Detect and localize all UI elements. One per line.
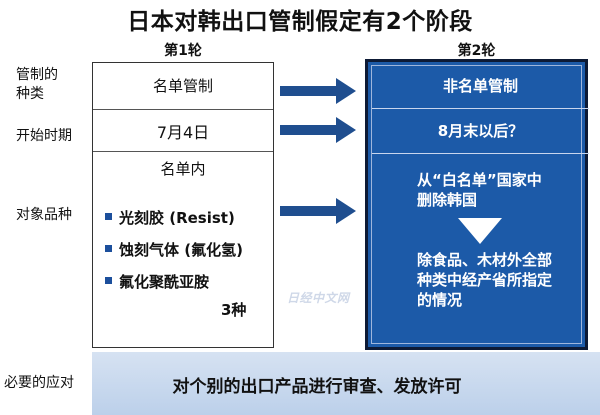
stage2-scope: 除食品、木材外全部 种类中经产省所指定 的情况 <box>417 250 552 310</box>
stage1-item-2: 蚀刻气体 (氟化氢) <box>105 239 243 260</box>
stage2-target-line1: 从“白名单”国家中 <box>417 171 542 189</box>
arrow-right-icon <box>280 78 356 104</box>
arrow-right-icon <box>280 198 356 224</box>
stage2-scope-line1: 除食品、木材外全部 <box>417 251 553 269</box>
divider <box>372 153 589 154</box>
bullet-square-icon <box>105 213 112 220</box>
divider <box>93 151 273 152</box>
bullet-square-icon <box>105 277 112 284</box>
stage1-item-1: 光刻胶 (Resist) <box>105 207 235 228</box>
arrow-right-icon <box>280 117 356 143</box>
watermark: 日经中文网 <box>287 291 350 305</box>
row-label-type: 管制的 种类 <box>16 66 58 104</box>
stage2-type: 非名单管制 <box>442 77 518 95</box>
stage2-scope-line2: 种类中经产省所指定 <box>417 271 553 289</box>
stage2-column: 非名单管制 8月末以后？ 从“白名单”国家中 删除韩国 除食品、木材外全部 种类… <box>365 59 589 350</box>
stage1-count: 3种 <box>221 301 247 319</box>
stage2-start: 8月末以后？ <box>437 122 524 140</box>
stage1-scope: 名单内 <box>160 160 206 178</box>
diagram-title: 日本对韩出口管制假定有2个阶段 <box>127 9 473 35</box>
stage2-inner-frame: 非名单管制 8月末以后？ 从“白名单”国家中 删除韩国 除食品、木材外全部 种类… <box>371 65 589 344</box>
stage1-type: 名单管制 <box>152 77 213 95</box>
triangle-down-icon <box>458 218 502 244</box>
stage1-column: 名单管制 7月4日 名单内 光刻胶 (Resist) 蚀刻气体 (氟化氢) 氟化… <box>92 62 274 348</box>
stage2-target-line2: 删除韩国 <box>417 191 478 209</box>
row-label-type-line2: 种类 <box>16 86 44 102</box>
row-label-type-line1: 管制的 <box>16 67 58 83</box>
row-label-targets: 对象品种 <box>16 207 72 223</box>
stage1-start: 7月4日 <box>156 123 210 142</box>
column-header-stage1: 第1轮 <box>164 43 202 59</box>
stage2-scope-line3: 的情况 <box>417 291 463 309</box>
divider <box>372 108 589 109</box>
stage1-item-3: 氟化聚酰亚胺 <box>105 271 209 292</box>
divider <box>93 109 273 110</box>
response-text: 对个别的出口产品进行审查、发放许可 <box>172 377 462 397</box>
stage2-target: 从“白名单”国家中 删除韩国 <box>417 170 542 210</box>
column-header-stage2: 第2轮 <box>457 43 496 59</box>
response-band <box>92 352 600 415</box>
bullet-square-icon <box>105 245 112 252</box>
row-label-response: 必要的应对 <box>4 375 74 391</box>
row-label-start: 开始时期 <box>16 128 72 144</box>
